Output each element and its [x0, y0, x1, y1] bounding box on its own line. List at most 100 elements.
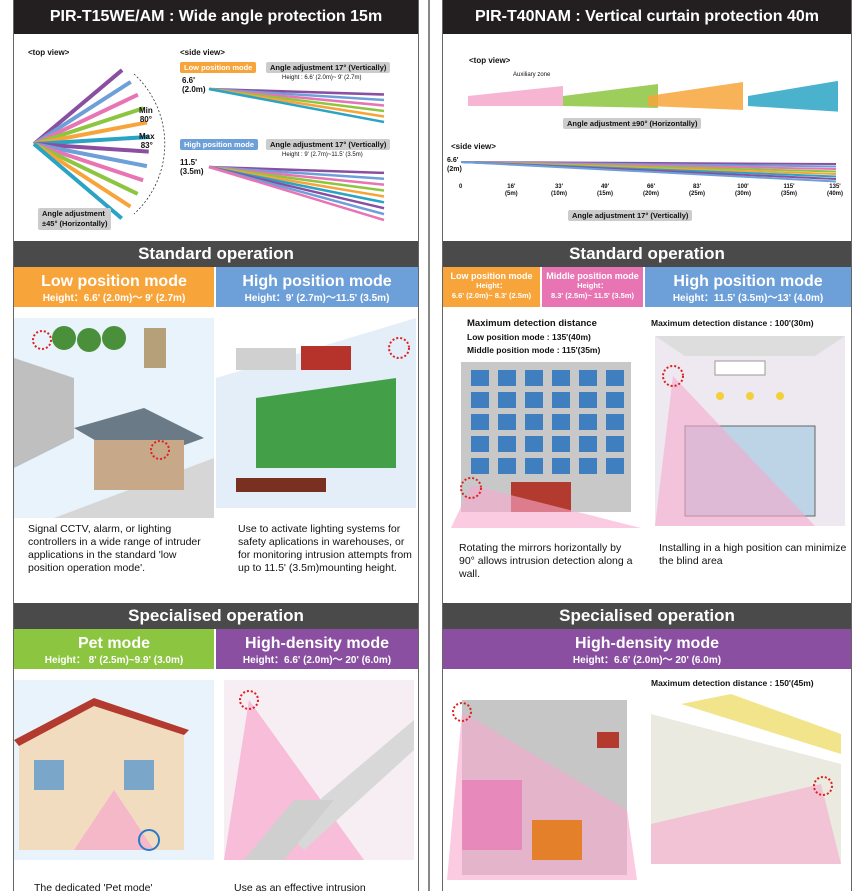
fan-beam [32, 142, 132, 209]
side-tick-label: 115' (35m) [781, 184, 798, 197]
fan-beam [32, 68, 124, 146]
left-low-side-beams [208, 87, 385, 124]
left-hd-illustration [224, 680, 414, 860]
curtain-segment [468, 86, 563, 106]
side-tick-label: 100' (30m) [735, 184, 752, 197]
right-hd-mode-height: Height：6.6' (2.0m)～ 20' (6.0m) [572, 655, 722, 666]
window [552, 414, 570, 430]
window [606, 370, 624, 386]
window [498, 458, 516, 474]
window [471, 414, 489, 430]
left-low-height-note: Height : 6.6' (2.0m)~ 9' (2.7m) [282, 75, 362, 81]
left-top-view-fan [32, 68, 166, 220]
right-hd-mode-header: High-density mode Height：6.6' (2.0m)～ 20… [443, 629, 851, 669]
left-max-angle: Max 83° [139, 132, 155, 150]
left-high-mode-title: High position mode [242, 273, 392, 290]
side-beam [208, 165, 385, 222]
fan-beam [33, 142, 148, 169]
right-max-det-mid: Middle position mode : 115'(35m) [467, 345, 601, 355]
left-high-desc: Use to activate lighting systems for saf… [238, 523, 412, 574]
window [498, 436, 516, 452]
left-angle-vert-high: Angle adjustment 17° (Vertically) [266, 139, 391, 150]
window [579, 392, 597, 408]
fan-beam [33, 120, 148, 146]
window [525, 392, 543, 408]
window [606, 436, 624, 452]
right-high-mode-height: Height：11.5' (3.5m)～13' (4.0m) [672, 293, 824, 304]
left-high-tag: High position mode [180, 139, 258, 150]
left-min-angle: Min 80° [139, 106, 153, 124]
side-tick-label: 66' (20m) [643, 184, 660, 197]
right-angle-vert: Angle adjustment 17° (Vertically) [568, 210, 693, 221]
window [579, 436, 597, 452]
left-hd-mode-title: High-density mode [244, 635, 389, 652]
right-building-illustration [451, 360, 641, 528]
left-low-mode-height: Height：6.6' (2.0m)～ 9' (2.7m) [42, 293, 186, 304]
right-angle-horiz: Angle adjustment ±90° (Horizontally) [563, 118, 702, 129]
left-high-mode-header: High position mode Height：9' (2.7m)～11.5… [216, 267, 418, 307]
left-angle-horiz: Angle adjustment ±45° (Horizontally) [38, 208, 112, 230]
fan-beam [33, 92, 139, 146]
fan-beam [33, 142, 139, 196]
left-angle-vert-low: Angle adjustment 17° (Vertically) [266, 62, 391, 73]
right-max-det-hd: Maximum detection distance : 150'(45m) [651, 678, 814, 688]
side-tick-label: 0 [459, 184, 463, 190]
window [552, 458, 570, 474]
left-side-view-label: <side view> [180, 48, 225, 57]
window [606, 458, 624, 474]
curtain-segment [563, 84, 658, 108]
left-pet-desc: The dedicated 'Pet mode' [34, 882, 153, 894]
fan-beam [33, 142, 144, 183]
left-pet-mode-header: Pet mode Height： 8' (2.5m)~9.9' (3.0m) [14, 629, 214, 669]
left-y-low: 6.6' (2.0m) [182, 76, 206, 94]
right-standard-header: Standard operation [443, 241, 851, 267]
side-tick-label: 135' (40m) [827, 184, 844, 197]
left-pet-mode-height: Height： 8' (2.5m)~9.9' (3.0m) [44, 655, 184, 666]
column-divider [428, 0, 430, 891]
window [606, 414, 624, 430]
left-diagram-panel: <top view> Min 80° Max 83° Angle adjustm… [14, 34, 418, 241]
right-top-view-label: <top view> [469, 56, 511, 65]
window [525, 458, 543, 474]
left-top-view-label: <top view> [28, 48, 70, 57]
right-high-mode-title: High position mode [673, 273, 823, 290]
right-specialised-header: Specialised operation [443, 603, 851, 629]
right-hd-mode-title: High-density mode [574, 635, 719, 652]
side-tick-label: 33' (10m) [551, 184, 568, 197]
right-max-det-low: Low position mode : 135'(40m) [467, 332, 591, 342]
left-high-side-beams [208, 165, 385, 222]
fan-beam [33, 142, 149, 154]
right-side-view-beams [461, 161, 837, 183]
left-hd-mode-header: High-density mode Height：6.6' (2.0m)～ 20… [216, 629, 418, 669]
right-title: PIR-T40NAM : Vertical curtain protection… [443, 0, 851, 34]
window [552, 436, 570, 452]
window [471, 458, 489, 474]
right-mid-mode-title: Middle position mode [546, 271, 639, 281]
left-low-tag: Low position mode [180, 62, 257, 73]
window [525, 436, 543, 452]
left-low-desc: Signal CCTV, alarm, or lighting controll… [28, 523, 201, 574]
left-hd-mode-height: Height：6.6' (2.0m)～ 20' (6.0m) [242, 655, 392, 666]
curtain-segment [648, 82, 743, 110]
window [579, 414, 597, 430]
right-shop-illustration [655, 336, 845, 526]
left-pet-illustration [14, 680, 214, 860]
right-corridor-illustration [651, 694, 841, 864]
right-column: PIR-T40NAM : Vertical curtain protection… [442, 0, 852, 891]
left-y-high: 11.5' (3.5m) [180, 158, 204, 176]
window [525, 370, 543, 386]
fan-beam [33, 134, 149, 146]
right-high-desc: Installing in a high position can minimi… [659, 542, 847, 567]
right-side-view-label: <side view> [451, 142, 496, 151]
window [498, 392, 516, 408]
right-diagram-panel: <top view> Auxiliary zone Angle adjustme… [443, 34, 851, 241]
fan-beam [33, 106, 144, 146]
window [471, 392, 489, 408]
right-mid-mode-height: Height： 8.3' (2.5m)~ 11.5' (3.5m) [551, 281, 634, 300]
side-tick-label: 83' (25m) [689, 184, 706, 197]
left-high-mode-height: Height：9' (2.7m)～11.5' (3.5m) [244, 293, 390, 304]
window [579, 458, 597, 474]
left-low-mode-title: Low position mode [41, 273, 187, 290]
fan-beam [32, 80, 132, 146]
side-tick-label: 49' (15m) [597, 184, 614, 197]
